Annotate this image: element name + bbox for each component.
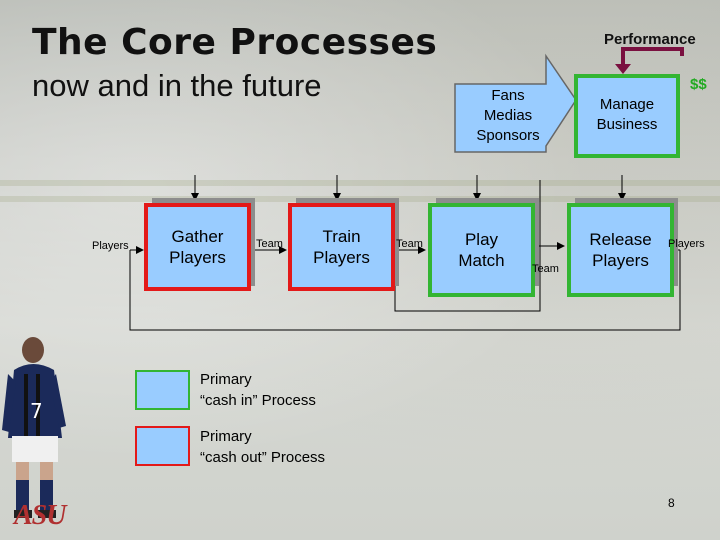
flow-label-players-in: Players	[92, 240, 129, 252]
legend-swatch-cash-out	[135, 426, 190, 466]
process-release-players: Release Players	[567, 203, 674, 297]
slide-subtitle: now and in the future	[32, 68, 322, 103]
page-number: 8	[668, 496, 675, 510]
process-label: Release Players	[589, 230, 652, 270]
legend-label-cash-out: Primary “cash out” Process	[200, 428, 326, 466]
performance-label: Performance	[604, 31, 696, 48]
legend-label-cash-in: Primary “cash in” Process	[200, 371, 316, 409]
svg-text:7: 7	[30, 399, 43, 423]
flow-label-team: Team	[396, 238, 423, 250]
asu-logo: ASU	[14, 500, 66, 531]
process-label: Gather Players	[169, 227, 226, 267]
fans-medias-sponsors: Fans Medias Sponsors	[476, 87, 540, 144]
background-stripe	[0, 180, 720, 186]
slide-title: The Core Processes	[32, 22, 438, 63]
soccer-player-image: 7	[2, 337, 66, 518]
manage-business-box	[574, 74, 680, 158]
performance-arrowhead	[615, 64, 631, 74]
process-gather-players: Gather Players	[144, 203, 251, 291]
manage-business-label: Manage Business	[596, 96, 658, 133]
flow-label-team: Team	[256, 238, 283, 250]
flow-label-team: Team	[532, 263, 559, 275]
flow-label-players-out: Players	[668, 238, 705, 250]
fans-arrow-shape	[454, 53, 577, 153]
process-label: Play Match	[458, 230, 505, 270]
process-play-match: Play Match	[428, 203, 535, 297]
process-label: Train Players	[313, 227, 370, 267]
process-train-players: Train Players	[288, 203, 395, 291]
legend-swatch-cash-in	[135, 370, 190, 410]
dollars-label: $$	[690, 76, 707, 93]
